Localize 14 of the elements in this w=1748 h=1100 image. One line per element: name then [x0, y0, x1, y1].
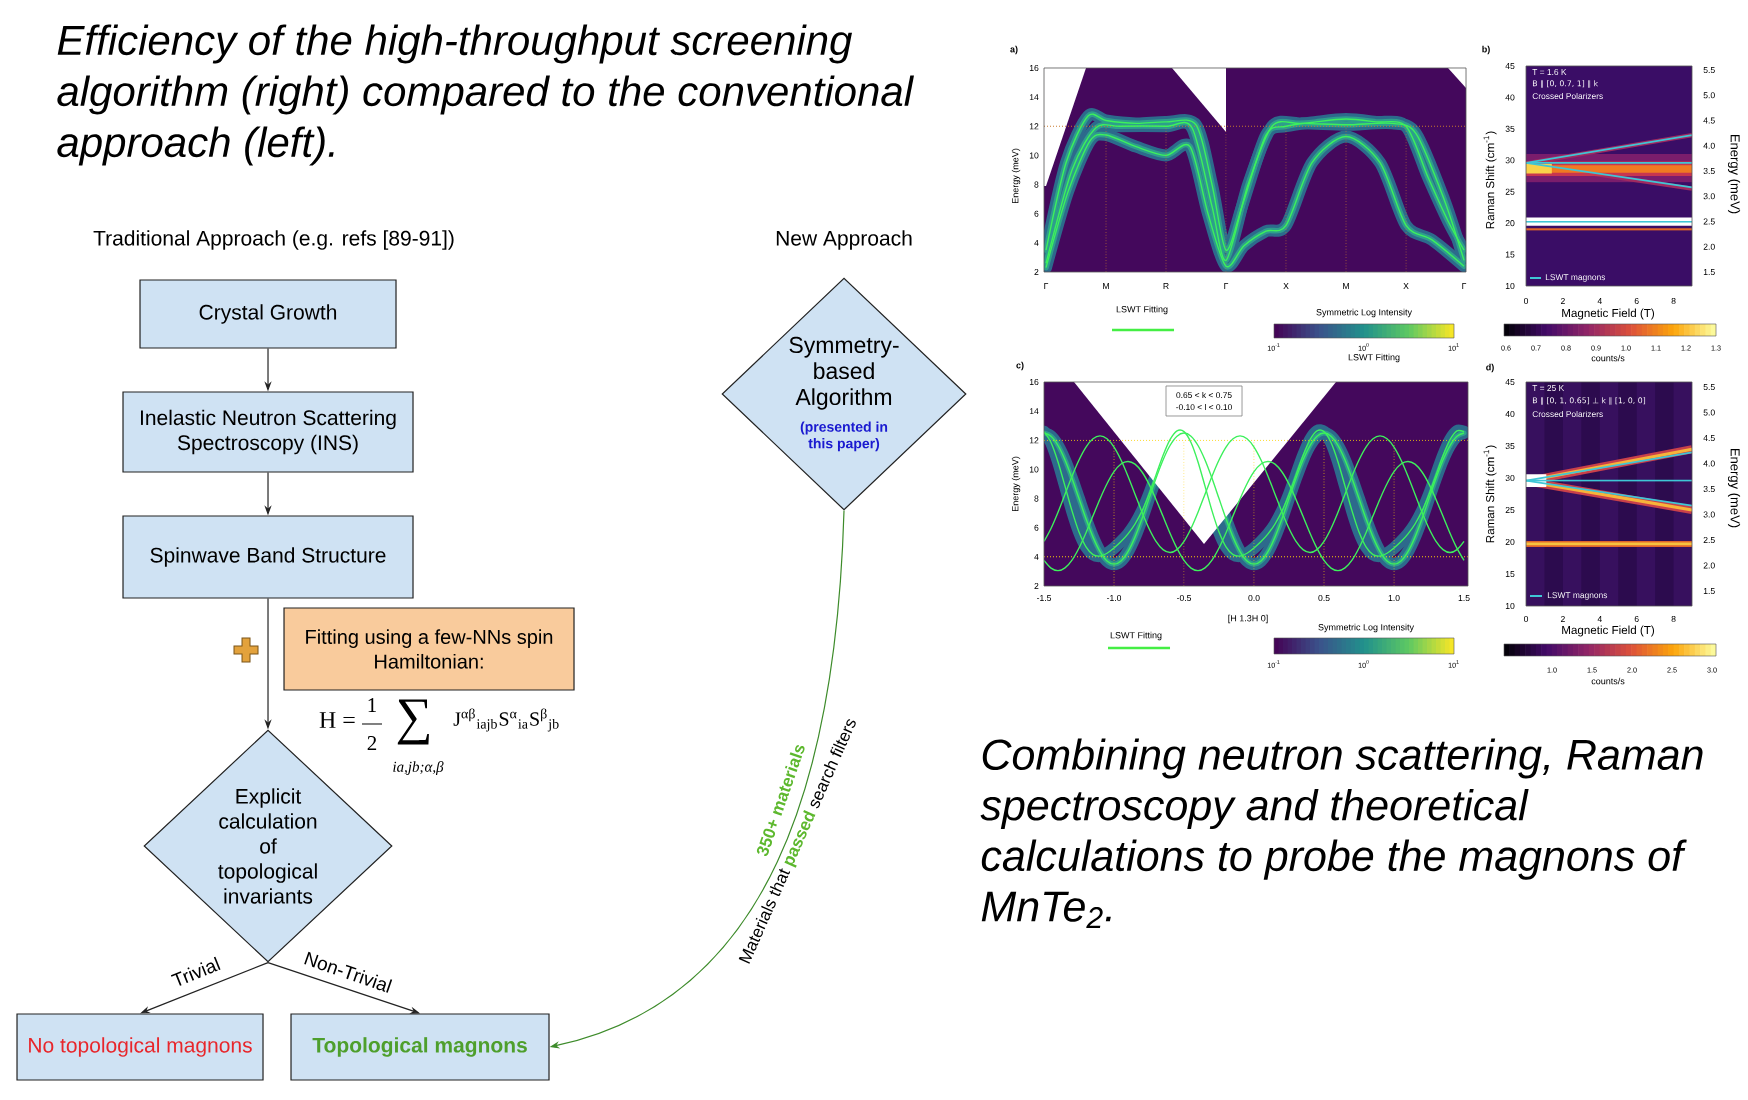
section-heading: Traditional Approach (e.g. refs [89-91]) — [93, 230, 454, 250]
process-box: Crystal Growth — [139, 279, 397, 349]
section-heading: New Approach — [776, 230, 912, 250]
result-box: Topological magnons — [290, 1013, 550, 1081]
label: H = — [319, 712, 355, 728]
label: ∑ — [397, 699, 429, 745]
result-box: No topological magnons — [16, 1013, 264, 1081]
label: 1 — [368, 698, 376, 712]
title: Efficiency of the high-throughput screening algorithm (right) compared to the conventional approach (left). — [57, 24, 914, 166]
caption: Combining neutron scattering, Raman spectroscopy and theoretical calculations to probe the magnons of MnTe$_{2}$. — [980, 738, 1703, 929]
label: 2 — [367, 736, 377, 750]
process-box: Spinwave Band Structure — [122, 515, 414, 599]
note-box: Fitting using a few-NNs spin Hamiltonian: — [283, 607, 575, 691]
process-box: Inelastic Neutron Scattering Spectroscopy (INS) — [122, 391, 414, 473]
